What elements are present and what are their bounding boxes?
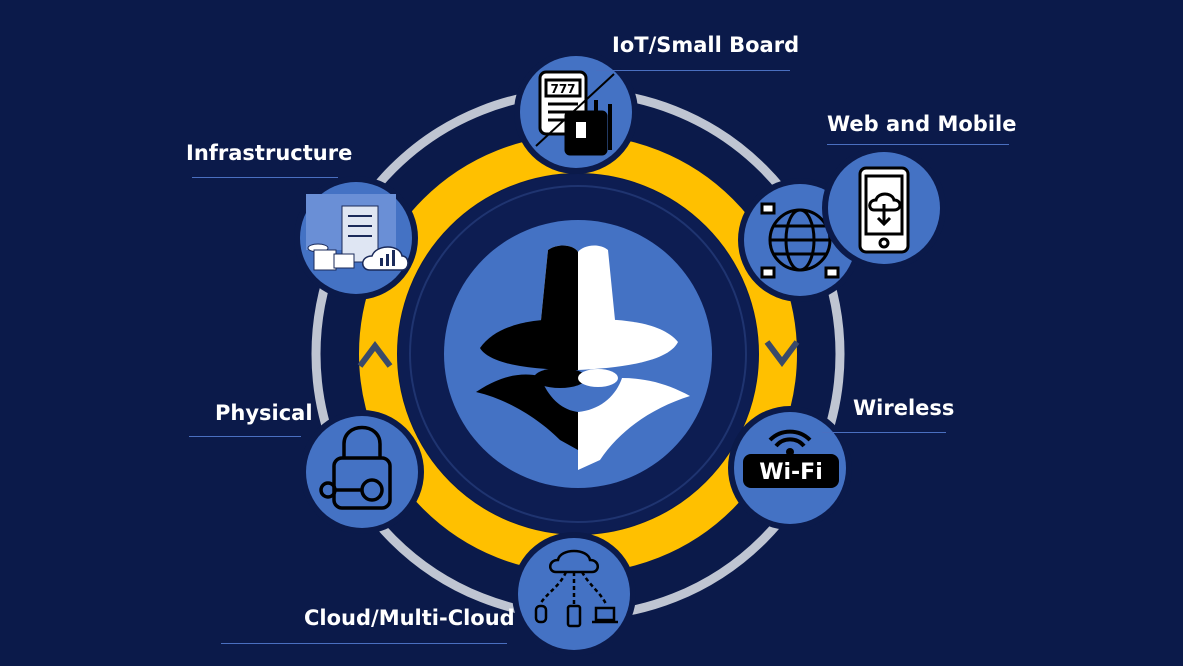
underline-infra (192, 177, 338, 178)
inner-ring-line (409, 185, 747, 523)
underline-physical (189, 436, 301, 437)
label-physical: Physical (215, 401, 313, 425)
label-iot: IoT/Small Board (612, 33, 800, 57)
underline-iot (596, 70, 790, 71)
server-database-icon (306, 194, 409, 271)
padlock-key-icon (319, 425, 392, 510)
label-infra: Infrastructure (186, 141, 353, 165)
wifi-icon (743, 429, 839, 488)
globe-network-icon (760, 202, 840, 279)
slot-machine-circuit-icon: 777 (535, 70, 615, 156)
label-web: Web and Mobile (827, 112, 1017, 136)
wifi-badge: Wi-Fi (759, 460, 823, 485)
spy-hat-icon (476, 245, 690, 470)
label-wireless: Wireless (853, 396, 955, 420)
mobile-cloud-download-icon (858, 166, 910, 254)
node-web-mobile (822, 146, 946, 270)
underline-web (827, 144, 1009, 145)
node-cloud (512, 532, 636, 656)
chevron-up-icon (357, 341, 393, 368)
node-iot: 777 (514, 50, 638, 174)
svg-text:777: 777 (550, 82, 575, 96)
underline-cloud (221, 643, 507, 644)
cloud-devices-icon (534, 549, 618, 628)
chevron-down-icon (764, 340, 800, 367)
node-wireless: Wi-Fi (728, 406, 852, 530)
underline-wireless (822, 432, 946, 433)
node-infra (294, 176, 418, 300)
node-physical (300, 410, 424, 534)
label-cloud: Cloud/Multi-Cloud (304, 606, 515, 630)
